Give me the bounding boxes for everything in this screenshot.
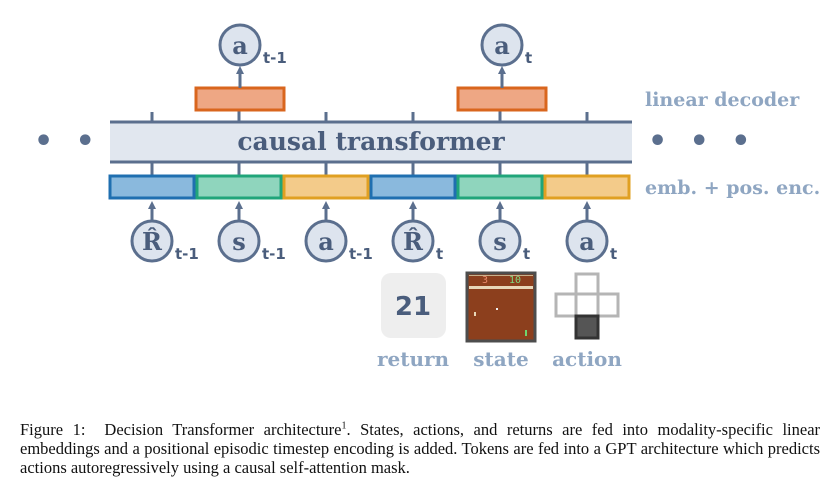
ellipsis-right: • • •: [648, 124, 756, 159]
svg-text:a: a: [318, 227, 334, 256]
svg-text:s: s: [232, 227, 246, 256]
input-token-state-t-1: s t-1: [217, 219, 286, 263]
transformer-top-ticks: [150, 110, 589, 122]
svg-text:t: t: [436, 245, 443, 263]
embedding-return-t-1: [108, 174, 196, 200]
embedding-state-t-1: [195, 174, 283, 200]
embedding-action-t-1: [282, 174, 370, 200]
transformer-label: causal transformer: [237, 127, 505, 156]
output-token-a-t-1: a t-1: [218, 23, 287, 67]
svg-text:t-1: t-1: [349, 245, 373, 263]
return-label: return: [377, 347, 450, 371]
svg-text:t-1: t-1: [263, 49, 287, 67]
input-token-return-t: R̂ t: [391, 219, 443, 263]
svg-text:t: t: [610, 245, 617, 263]
action-label: action: [552, 347, 622, 371]
decision-transformer-diagram: • • • • • • causal transformer emb. + po…: [34, 23, 820, 371]
embedding-row: [108, 174, 631, 200]
embedding-label: emb. + pos. enc.: [645, 177, 820, 199]
figure-label: Figure 1:: [20, 420, 86, 439]
svg-text:t-1: t-1: [175, 245, 199, 263]
svg-text:s: s: [493, 227, 507, 256]
output-token-a-t: a t: [480, 23, 532, 67]
input-token-state-t: s t: [478, 219, 530, 263]
svg-text:R̂: R̂: [142, 227, 163, 256]
svg-text:a: a: [579, 227, 595, 256]
figure-title: Decision Transformer architecture: [104, 420, 342, 439]
game-score-right: 10: [509, 275, 521, 286]
return-value: 21: [395, 292, 431, 322]
causal-transformer-block: causal transformer: [110, 120, 632, 164]
example-action-dpad-icon: action: [552, 272, 622, 371]
svg-text:R̂: R̂: [403, 227, 424, 256]
svg-text:a: a: [494, 31, 510, 60]
example-return: 21 return: [377, 273, 450, 371]
linear-decoder-label: linear decoder: [645, 89, 800, 111]
input-tokens: R̂ t-1 s t-1 a t-1 R̂ t s t a t: [130, 219, 617, 263]
game-score-left: 3: [482, 275, 488, 286]
input-token-return-t-1: R̂ t-1: [130, 219, 199, 263]
decoder-box-t-1: [194, 86, 286, 112]
svg-text:t: t: [523, 245, 530, 263]
input-token-action-t: a t: [565, 219, 617, 263]
embedding-action-t: [543, 174, 631, 200]
example-state-game-frame: 3 10 state: [465, 271, 537, 371]
svg-text:t: t: [525, 49, 532, 67]
decoder-box-t: [456, 86, 548, 112]
transformer-bottom-ticks: [150, 162, 589, 176]
state-label: state: [473, 347, 528, 371]
svg-text:a: a: [232, 31, 248, 60]
embedding-state-t: [456, 174, 544, 200]
input-arrows: [148, 201, 591, 221]
footnote-mark: 1: [341, 420, 347, 432]
input-token-action-t-1: a t-1: [304, 219, 373, 263]
figure-caption: Figure 1: Decision Transformer architect…: [20, 420, 820, 477]
embedding-return-t: [369, 174, 457, 200]
caption-body: . States, actions, and returns are fed i…: [20, 420, 821, 477]
svg-text:t-1: t-1: [262, 245, 286, 263]
